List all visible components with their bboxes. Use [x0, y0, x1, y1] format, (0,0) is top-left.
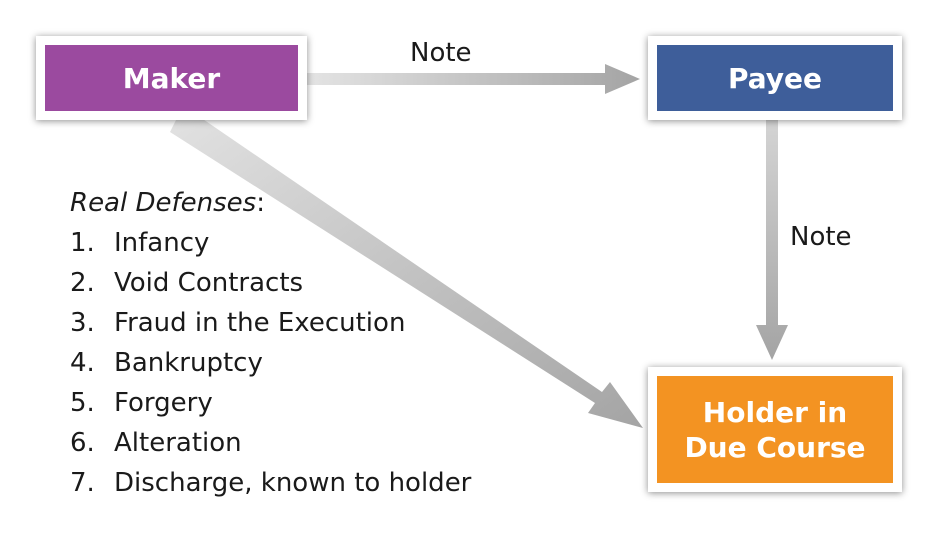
list-item-text: Discharge, known to holder [114, 468, 472, 498]
list-item-number: 1. [70, 228, 95, 258]
list-item-text: Bankruptcy [114, 348, 263, 378]
list-item-number: 5. [70, 388, 95, 418]
list-item-number: 3. [70, 308, 95, 338]
holder-in-due-course-label: Holder in Due Course [684, 395, 866, 464]
list-item: 1. Infancy [70, 223, 471, 263]
list-item-number: 4. [70, 348, 95, 378]
real-defenses-heading: Real Defenses: [70, 183, 471, 223]
maker-node-fill: Maker [45, 45, 298, 111]
real-defenses-title-colon: : [256, 188, 265, 218]
list-item: 4. Bankruptcy [70, 343, 471, 383]
real-defenses-list: Real Defenses: 1. Infancy 2. Void Contracts… [70, 183, 471, 503]
holder-in-due-course-node-fill: Holder in Due Course [657, 376, 893, 483]
arrow-payee-to-hdc [756, 118, 788, 360]
maker-node: Maker [36, 36, 307, 120]
edge-label-payee-to-hdc: Note [790, 222, 852, 252]
list-item: 3. Fraud in the Execution [70, 303, 471, 343]
arrow-maker-to-payee [305, 64, 640, 94]
edge-label-maker-to-payee: Note [410, 38, 472, 68]
real-defenses-title: Real Defenses [70, 188, 257, 218]
real-defenses-items: 1. Infancy 2. Void Contracts 3. Fraud in the … [70, 223, 471, 503]
list-item: 2. Void Contracts [70, 263, 471, 303]
list-item-number: 6. [70, 428, 95, 458]
list-item: 6. Alteration [70, 423, 471, 463]
payee-node: Payee [648, 36, 902, 120]
list-item-text: Alteration [114, 428, 242, 458]
list-item-number: 2. [70, 268, 95, 298]
list-item-number: 7. [70, 468, 95, 498]
holder-in-due-course-node: Holder in Due Course [648, 367, 902, 492]
maker-label: Maker [122, 61, 221, 95]
list-item-text: Fraud in the Execution [114, 308, 406, 338]
list-item-text: Infancy [114, 228, 210, 258]
list-item: 5. Forgery [70, 383, 471, 423]
list-item: 7. Discharge, known to holder [70, 463, 471, 503]
payee-node-fill: Payee [657, 45, 893, 111]
list-item-text: Forgery [114, 388, 213, 418]
payee-label: Payee [727, 61, 823, 95]
list-item-text: Void Contracts [114, 268, 304, 298]
arrow-maker-to-hdc [170, 113, 643, 428]
